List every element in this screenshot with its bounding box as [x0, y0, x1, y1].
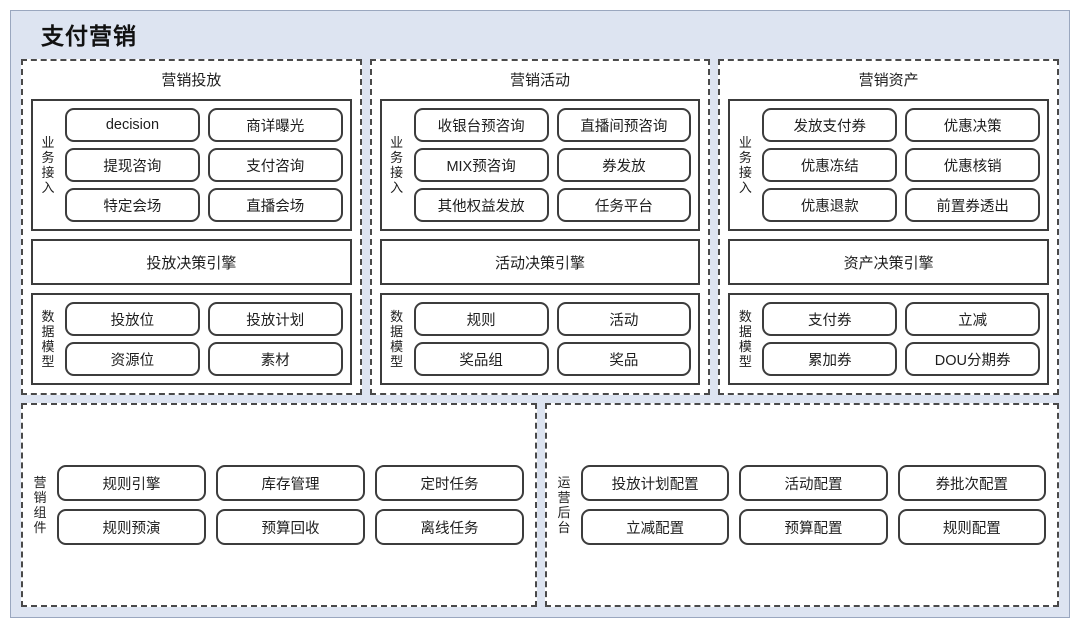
model-item[interactable]: 活动: [556, 302, 692, 336]
vlabel-char: 营销组件: [33, 475, 47, 535]
bottom-sections: 营销组件 规则引擎 库存管理 定时任务 规则预演 预算回收 离线任务 运营后台 …: [21, 403, 1059, 607]
component-item[interactable]: 规则预演: [57, 509, 206, 545]
column-marketing-delivery: 营销投放 业务接入 decision 商详曝光 提现咨询 支付咨询 特定会场 直…: [21, 59, 362, 395]
access-item[interactable]: 优惠冻结: [762, 148, 898, 182]
business-access-group: 业务接入 收银台预咨询 直播间预咨询 MIX预咨询 券发放 其他权益发放 任务平…: [379, 99, 701, 231]
vlabel-char: 业务接入: [738, 135, 752, 195]
component-item[interactable]: 离线任务: [374, 509, 524, 545]
operations-backend-cells: 投放计划配置 活动配置 券批次配置 立减配置 预算配置 规则配置: [575, 413, 1047, 597]
data-model-cells: 规则 活动 奖品组 奖品: [408, 302, 692, 376]
column-marketing-assets: 营销资产 业务接入 发放支付券 优惠决策 优惠冻结 优惠核销 优惠退款 前置券透…: [718, 59, 1060, 395]
marketing-components-cells: 规则引擎 库存管理 定时任务 规则预演 预算回收 离线任务: [51, 413, 525, 597]
data-model-group: 数据模型 规则 活动 奖品组 奖品: [379, 293, 701, 385]
page-title: 支付营销: [41, 23, 137, 49]
model-item[interactable]: 投放计划: [207, 302, 343, 336]
vlabel-char: 业务接入: [41, 135, 55, 195]
model-item[interactable]: 投放位: [65, 302, 200, 336]
access-item[interactable]: 商详曝光: [207, 108, 343, 142]
access-item[interactable]: decision: [65, 108, 200, 142]
operations-backend-label: 运营后台: [553, 413, 575, 597]
backend-item[interactable]: 规则配置: [897, 509, 1046, 545]
model-item[interactable]: 奖品组: [413, 342, 549, 376]
business-access-label: 业务接入: [37, 108, 59, 222]
decision-engine-box[interactable]: 活动决策引擎: [379, 239, 701, 285]
component-item[interactable]: 定时任务: [374, 465, 524, 501]
business-access-group: 业务接入 发放支付券 优惠决策 优惠冻结 优惠核销 优惠退款 前置券透出: [728, 99, 1050, 231]
access-item[interactable]: 任务平台: [556, 188, 692, 222]
vlabel-char: 业务接入: [390, 135, 404, 195]
payment-marketing-panel: 支付营销 营销投放 业务接入 decision 商详曝光 提现咨询 支付咨询 特…: [10, 10, 1070, 618]
data-model-group: 数据模型 支付券 立减 累加券 DOU分期券: [728, 293, 1050, 385]
marketing-components-label: 营销组件: [29, 413, 51, 597]
access-item[interactable]: 支付咨询: [207, 148, 343, 182]
column-marketing-activity: 营销活动 业务接入 收银台预咨询 直播间预咨询 MIX预咨询 券发放 其他权益发…: [369, 59, 711, 395]
backend-item[interactable]: 预算配置: [739, 509, 888, 545]
access-item[interactable]: 优惠决策: [905, 108, 1040, 142]
backend-item[interactable]: 券批次配置: [897, 465, 1046, 501]
model-item[interactable]: DOU分期券: [905, 342, 1040, 376]
data-model-cells: 支付券 立减 累加券 DOU分期券: [756, 302, 1040, 376]
vlabel-char: 数据模型: [41, 309, 55, 369]
business-access-group: 业务接入 decision 商详曝光 提现咨询 支付咨询 特定会场 直播会场: [31, 99, 352, 231]
model-item[interactable]: 立减: [905, 302, 1040, 336]
vlabel-char: 数据模型: [738, 309, 752, 369]
vlabel-char: 运营后台: [557, 475, 571, 535]
data-model-label: 数据模型: [386, 302, 408, 376]
component-item[interactable]: 库存管理: [215, 465, 365, 501]
business-access-cells: 收银台预咨询 直播间预咨询 MIX预咨询 券发放 其他权益发放 任务平台: [408, 108, 692, 222]
data-model-cells: 投放位 投放计划 资源位 素材: [59, 302, 343, 376]
access-item[interactable]: 前置券透出: [905, 188, 1040, 222]
data-model-label: 数据模型: [37, 302, 59, 376]
capability-columns: 营销投放 业务接入 decision 商详曝光 提现咨询 支付咨询 特定会场 直…: [21, 59, 1060, 395]
access-item[interactable]: 其他权益发放: [413, 188, 549, 222]
backend-item[interactable]: 投放计划配置: [581, 465, 730, 501]
business-access-cells: 发放支付券 优惠决策 优惠冻结 优惠核销 优惠退款 前置券透出: [756, 108, 1040, 222]
panel-marketing-components: 营销组件 规则引擎 库存管理 定时任务 规则预演 预算回收 离线任务: [21, 403, 537, 607]
access-item[interactable]: 直播间预咨询: [556, 108, 692, 142]
model-item[interactable]: 素材: [207, 342, 343, 376]
column-title: 营销投放: [161, 72, 222, 89]
access-item[interactable]: 提现咨询: [65, 148, 200, 182]
column-title: 营销资产: [858, 72, 919, 89]
decision-engine-box[interactable]: 投放决策引擎: [31, 239, 352, 285]
access-item[interactable]: 券发放: [556, 148, 692, 182]
column-title: 营销活动: [510, 72, 571, 89]
component-item[interactable]: 预算回收: [215, 509, 365, 545]
access-item[interactable]: 收银台预咨询: [413, 108, 549, 142]
model-item[interactable]: 支付券: [762, 302, 898, 336]
access-item[interactable]: MIX预咨询: [413, 148, 549, 182]
model-item[interactable]: 奖品: [556, 342, 692, 376]
model-item[interactable]: 规则: [413, 302, 549, 336]
business-access-label: 业务接入: [386, 108, 408, 222]
decision-engine-box[interactable]: 资产决策引擎: [728, 239, 1050, 285]
vlabel-char: 数据模型: [390, 309, 404, 369]
model-item[interactable]: 资源位: [65, 342, 200, 376]
panel-operations-backend: 运营后台 投放计划配置 活动配置 券批次配置 立减配置 预算配置 规则配置: [545, 403, 1059, 607]
access-item[interactable]: 直播会场: [207, 188, 343, 222]
access-item[interactable]: 发放支付券: [762, 108, 898, 142]
access-item[interactable]: 优惠退款: [762, 188, 898, 222]
access-item[interactable]: 优惠核销: [905, 148, 1040, 182]
backend-item[interactable]: 立减配置: [581, 509, 730, 545]
model-item[interactable]: 累加券: [762, 342, 898, 376]
component-item[interactable]: 规则引擎: [57, 465, 206, 501]
data-model-group: 数据模型 投放位 投放计划 资源位 素材: [31, 293, 352, 385]
backend-item[interactable]: 活动配置: [739, 465, 888, 501]
business-access-cells: decision 商详曝光 提现咨询 支付咨询 特定会场 直播会场: [59, 108, 343, 222]
access-item[interactable]: 特定会场: [65, 188, 200, 222]
data-model-label: 数据模型: [734, 302, 756, 376]
business-access-label: 业务接入: [734, 108, 756, 222]
